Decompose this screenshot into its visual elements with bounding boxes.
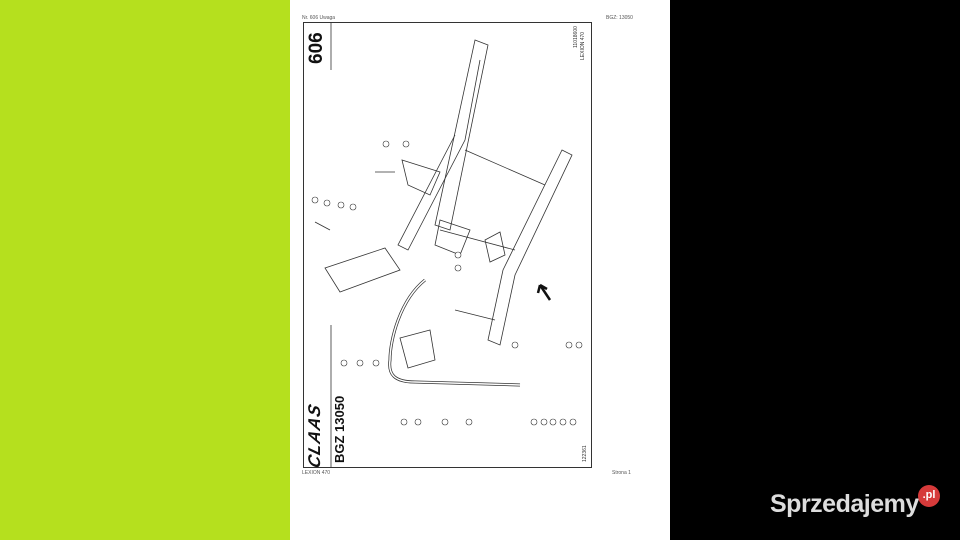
mount-plate — [401, 159, 441, 196]
ref-line-1: 11018600 — [573, 26, 579, 48]
sheet-code: BGZ 13050 — [332, 395, 347, 463]
pl-badge: .pl — [918, 485, 940, 507]
callout — [340, 359, 348, 367]
left-background-panel — [0, 0, 290, 540]
callout — [400, 418, 408, 426]
bolt — [314, 221, 331, 231]
callout — [454, 264, 462, 272]
callout — [569, 418, 577, 426]
cross-member — [454, 309, 496, 321]
callout — [311, 196, 319, 204]
header-left-text: Nr. 606 Uwaga — [302, 15, 336, 21]
main-beam — [397, 59, 481, 251]
callout — [540, 418, 548, 426]
hose — [388, 278, 521, 387]
cross-member — [439, 229, 516, 251]
callout — [575, 341, 583, 349]
callout — [454, 251, 462, 259]
sprzedajemy-logo: Sprzedajemy — [770, 490, 919, 518]
mount-plate — [399, 329, 436, 369]
callout — [372, 359, 380, 367]
callout — [414, 418, 422, 426]
bearing-block — [484, 231, 506, 263]
callout — [441, 418, 449, 426]
left-rail — [434, 39, 489, 231]
callout — [356, 359, 364, 367]
footer-right-text: Strona 1 — [612, 470, 631, 476]
callout-circles — [311, 140, 583, 426]
callout — [337, 201, 345, 209]
right-rail — [487, 149, 573, 346]
callout — [465, 418, 473, 426]
direction-arrow-icon — [536, 283, 552, 301]
callout — [565, 341, 573, 349]
ref-line-2: LEXION 470 — [580, 31, 586, 60]
drawing-id: 122361 — [582, 445, 588, 462]
header-right-text: BGZ: 13050 — [606, 15, 633, 21]
callout — [402, 140, 410, 148]
sheet-number: 606 — [306, 32, 327, 64]
callout — [549, 418, 557, 426]
drawing-frame — [303, 22, 592, 468]
mount-plate — [434, 219, 471, 256]
cross-member — [464, 149, 546, 186]
callout — [559, 418, 567, 426]
footer-left-text: LEXION 470 — [302, 470, 331, 476]
callout — [382, 140, 390, 148]
callout — [349, 203, 357, 211]
parts-diagram — [311, 22, 583, 468]
document-page — [290, 0, 670, 540]
right-background-panel — [670, 0, 960, 540]
bracket-plate — [324, 247, 401, 293]
callout — [323, 199, 331, 207]
callout — [530, 418, 538, 426]
callout — [511, 341, 519, 349]
claas-logo: CLAAS — [305, 401, 324, 471]
hose-inner — [388, 279, 521, 386]
